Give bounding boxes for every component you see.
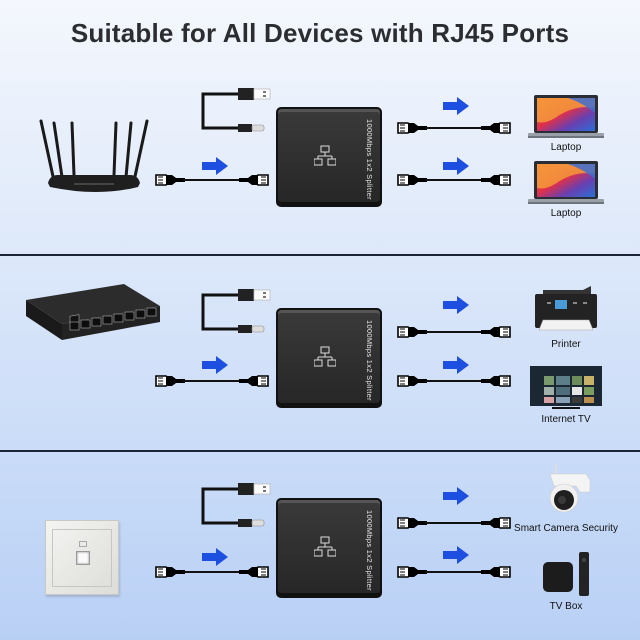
section-divider [0,450,640,452]
ethernet-cable-out-2 [397,172,509,188]
switch-icon [26,284,160,340]
section-divider [0,254,640,256]
usb-power-cable-icon [201,289,271,333]
output-label: Smart Camera Security [514,523,618,534]
ethernet-cable-out-2 [397,564,509,580]
splitter-label: 1000Mbps 1x2 Splitter [365,320,374,401]
arrow-right-icon [443,97,469,115]
output-label: TV Box [549,601,583,612]
rj45-plug-icon [155,172,185,188]
arrow-right-icon [443,296,469,314]
output-label: Laptop [550,208,582,219]
page-title: Suitable for All Devices with RJ45 Ports [70,18,570,48]
wall-socket-icon [45,520,119,595]
arrow-right-icon [202,356,228,374]
ethernet-cable-out-1 [397,324,509,340]
ethernet-cable-out-1 [397,120,509,136]
laptop-icon [528,95,604,139]
ethernet-cable-out-1 [397,515,509,531]
panel-wall-socket: 1000Mbps 1x2 Splitter Smart Camera Secur… [0,452,640,640]
splitter-label: 1000Mbps 1x2 Splitter [365,510,374,591]
tv-box-icon [543,552,589,596]
splitter-label: 1000Mbps 1x2 Splitter [365,119,374,200]
output-label: Laptop [550,142,582,153]
router-icon [39,119,149,192]
panel-switch: 1000Mbps 1x2 Splitter Printer [0,256,640,446]
output-label: Printer [551,339,581,350]
usb-power-cable-icon [201,88,271,132]
panel-router: 1000Mbps 1x2 Splitter Laptop Laptop [0,75,640,247]
usb-power-cable-icon [201,483,271,527]
ethernet-cable-in [155,564,267,580]
arrow-right-icon [443,356,469,374]
ethernet-cable-in [155,373,267,389]
splitter-device: 1000Mbps 1x2 Splitter [276,107,382,207]
ethernet-cable-in [155,172,267,188]
laptop-icon [528,161,604,205]
ethernet-cable-out-2 [397,373,509,389]
output-label: Internet TV [541,414,591,425]
arrow-right-icon [443,487,469,505]
arrow-right-icon [443,546,469,564]
splitter-device: 1000Mbps 1x2 Splitter [276,498,382,598]
network-icon [314,536,336,557]
camera-icon [549,464,591,513]
rj45-plug-icon [239,172,269,188]
network-icon [314,346,336,367]
printer-icon [535,286,597,331]
network-icon [314,145,336,166]
splitter-device: 1000Mbps 1x2 Splitter [276,308,382,408]
tv-icon [530,366,602,409]
